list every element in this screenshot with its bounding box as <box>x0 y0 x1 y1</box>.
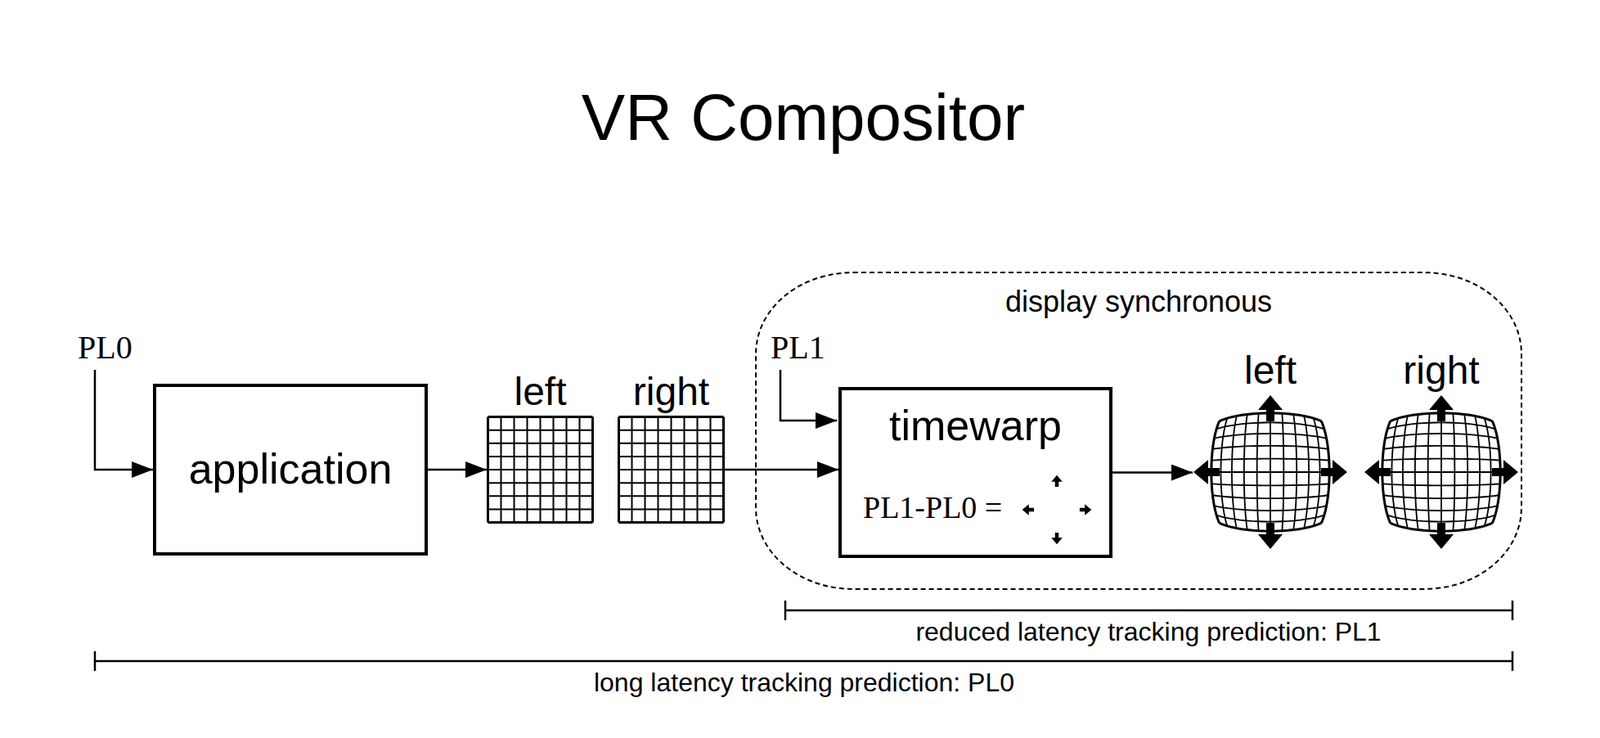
pose-input-line <box>94 369 153 470</box>
warped-grid: left <box>1192 394 1349 550</box>
flow-arrow <box>427 468 487 472</box>
frame-grid-lines <box>486 415 594 524</box>
expand-arrow <box>1258 522 1283 549</box>
diagram-title: VR Compositor <box>581 80 1025 156</box>
bracket-label: reduced latency tracking prediction: PL1 <box>915 616 1381 648</box>
frame-grid-lines <box>617 415 725 524</box>
process-box: timewarpPL1-PL0 = <box>838 386 1113 558</box>
expand-arrow <box>1429 395 1454 422</box>
node-label: left <box>1244 347 1297 393</box>
node-formula: PL1-PL0 = <box>862 489 1003 526</box>
warped-grid-lines <box>1363 394 1520 550</box>
warped-grid: right <box>1363 394 1520 550</box>
node-label: timewarp <box>889 401 1062 451</box>
pose-label: PL1 <box>770 328 826 367</box>
expand-arrow <box>1429 522 1454 549</box>
node-label: left <box>513 368 567 414</box>
pose-label: PL0 <box>77 328 133 367</box>
region-band: timewarpPL1-PL0 =leftrightdisplay synchr… <box>755 271 1523 590</box>
warped-grid-lines <box>1192 394 1349 550</box>
flow-arrow <box>724 468 839 472</box>
node-label: application <box>188 444 393 495</box>
bracket-label: long latency tracking prediction: PL0 <box>593 667 1015 698</box>
frame-grid: left <box>486 415 594 524</box>
node-label: display synchronous <box>1005 284 1272 319</box>
frame-grid: right <box>617 415 725 524</box>
warp-icon-arrow <box>1079 503 1092 516</box>
expand-arrow <box>1364 459 1391 485</box>
pose-input-line <box>780 369 837 421</box>
expand-arrow <box>1492 459 1519 485</box>
flow-arrow <box>1112 471 1193 474</box>
warp-icon-arrow <box>1051 475 1063 487</box>
warp-icon-arrow <box>1051 532 1063 544</box>
expand-arrow <box>1321 459 1348 485</box>
expand-arrow <box>1193 459 1220 485</box>
expand-arrow <box>1258 395 1283 422</box>
node-label: right <box>633 368 710 414</box>
node-label: right <box>1402 347 1479 393</box>
process-box: application <box>152 383 428 556</box>
warp-icon-arrow <box>1022 503 1034 516</box>
